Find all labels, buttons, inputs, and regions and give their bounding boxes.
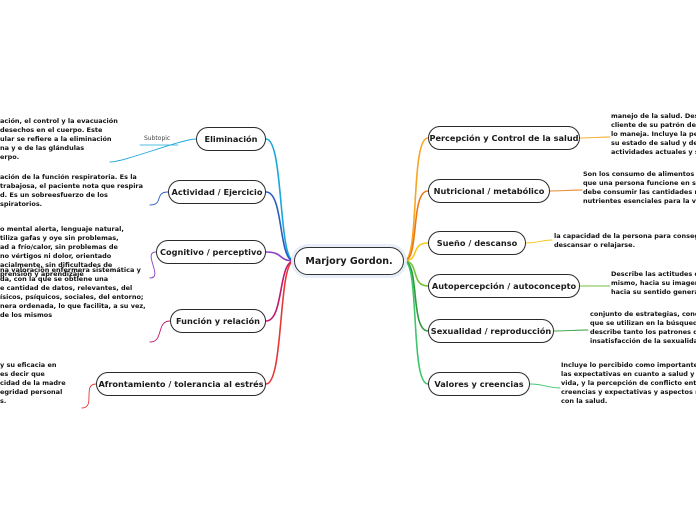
topic-actividad-ejercicio[interactable]: Actividad / Ejercicio [168, 180, 266, 204]
branch-connector [403, 190, 429, 262]
topic-funcion-relacion[interactable]: Función y relación [170, 309, 266, 333]
topic-sexualidad-reproduccion[interactable]: Sexualidad / reproducción [428, 319, 554, 343]
topic-label: Sueño / descanso [436, 238, 518, 248]
topic-label: Actividad / Ejercicio [171, 187, 263, 197]
note-sueno-descanso: la capacidad de la persona para consegui… [554, 232, 696, 249]
topic-label: Afrontamiento / tolerancia al estrés [98, 379, 264, 389]
topic-label: Valores y creencias [434, 379, 524, 389]
subtopic-label: Subtopic [144, 135, 171, 142]
topic-valores-creencias[interactable]: Valores y creencias [428, 372, 530, 396]
branch-connector [265, 260, 295, 385]
topic-label: Función y relación [175, 316, 261, 326]
branch-connector [265, 138, 295, 262]
branch-connector [403, 242, 429, 262]
topic-label: Cognitivo / perceptivo [160, 247, 262, 257]
topic-label: Eliminación [204, 134, 258, 144]
note-connector [553, 329, 589, 332]
note-connector [525, 239, 553, 244]
topic-sueno-descanso[interactable]: Sueño / descanso [428, 231, 526, 255]
topic-label: Nutricional / metabólico [433, 186, 545, 196]
topic-nutricional-metabolico[interactable]: Nutricional / metabólico [428, 179, 550, 203]
branch-connector [403, 260, 429, 385]
note-connector [529, 383, 561, 389]
branch-connector [265, 191, 295, 262]
topic-label: Autopercepción / autoconcepto [431, 281, 577, 291]
topic-label: Sexualidad / reproducción [430, 326, 552, 336]
topic-afrontamiento-tolerancia-estres[interactable]: Afrontamiento / tolerancia al estrés [96, 372, 266, 396]
branch-connector [265, 260, 295, 322]
note-connector [149, 191, 169, 206]
central-topic-label: Marjory Gordon. [305, 255, 393, 267]
branch-connector [403, 260, 429, 332]
note-connector [81, 383, 97, 409]
topic-label: Percepción y Control de la salud [429, 133, 579, 143]
topic-autopercepcion-autoconcepto[interactable]: Autopercepción / autoconcepto [428, 274, 580, 298]
note-connector [109, 138, 197, 163]
topic-eliminacion[interactable]: Eliminación [196, 127, 266, 151]
note-cognitivo-perceptivo: o mental alerta, lenguaje natural,tiliza… [0, 225, 124, 278]
note-connector [549, 189, 583, 192]
central-topic[interactable]: Marjory Gordon. [294, 247, 404, 275]
note-connector [579, 136, 611, 139]
topic-cognitivo-perceptivo[interactable]: Cognitivo / perceptivo [156, 240, 266, 264]
topic-percepcion-control-salud[interactable]: Percepción y Control de la salud [428, 126, 580, 150]
note-connector [149, 320, 171, 343]
branch-connector [403, 137, 429, 262]
branch-connector [265, 251, 295, 262]
note-connector [149, 251, 157, 279]
